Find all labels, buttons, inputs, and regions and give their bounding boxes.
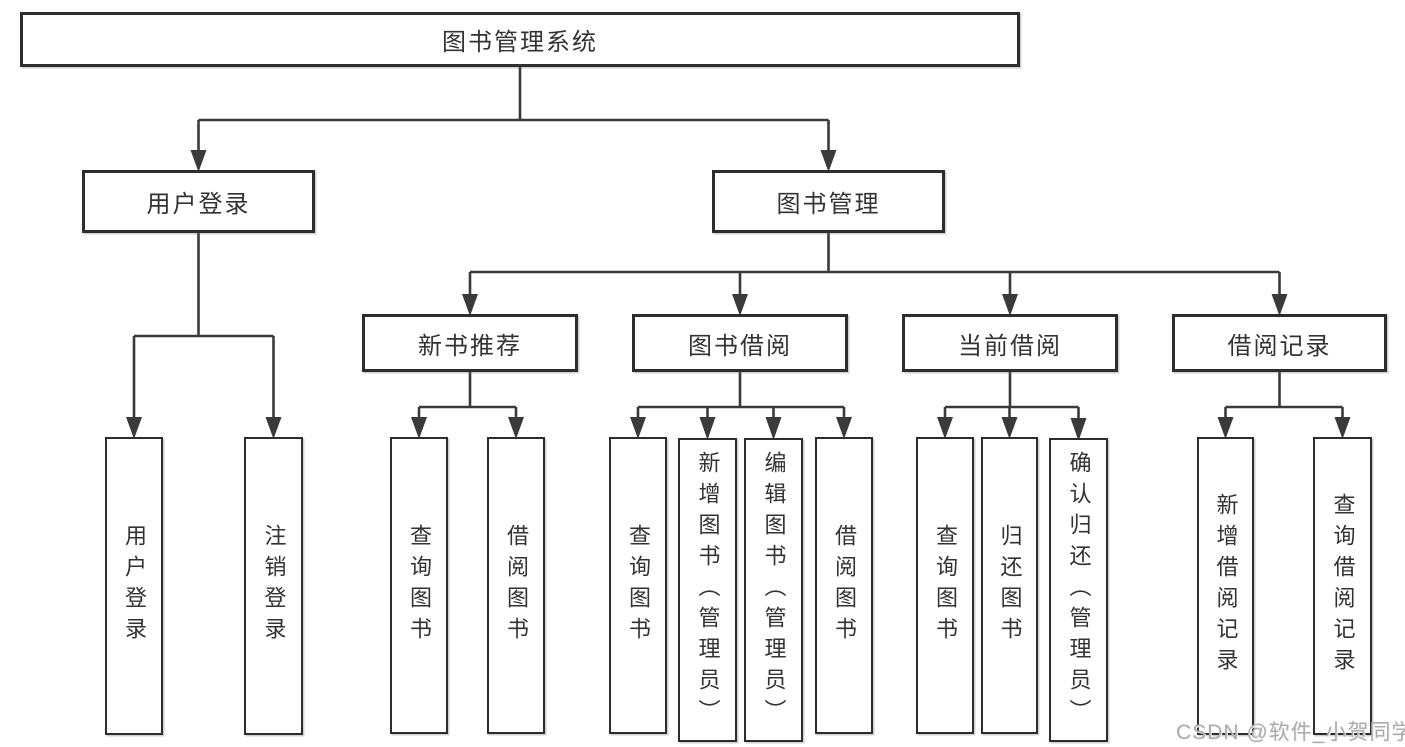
- leaf-borrow-books-borrowing-label: 借阅图书: [832, 523, 857, 648]
- leaf-borrow-books-recommend: 借阅图书: [487, 437, 545, 734]
- leaf-query-books-recommend-label: 查询图书: [407, 523, 432, 648]
- branch-lines: [132, 67, 1344, 436]
- node-borrowing-records-label: 借阅记录: [1227, 332, 1332, 360]
- node-user-login-label: 用户登录: [146, 191, 251, 218]
- leaf-return-books: 归还图书: [981, 437, 1038, 734]
- leaf-return-books-label: 归还图书: [997, 523, 1023, 648]
- leaf-query-borrow-record: 查询借阅记录: [1313, 437, 1372, 735]
- leaf-confirm-return-admin: 确认归还（管理员）: [1049, 438, 1108, 742]
- leaf-query-books-current-label: 查询图书: [933, 523, 958, 648]
- leaf-user-login: 用户登录: [105, 437, 163, 735]
- leaf-borrow-books-recommend-label: 借阅图书: [504, 523, 529, 648]
- leaf-add-books-admin: 新增图书（管理员）: [678, 438, 737, 742]
- node-root-system-label: 图书管理系统: [442, 29, 598, 56]
- csdn-watermark: CSDN @软件_小贺同学: [1176, 721, 1405, 744]
- node-new-book-recommend: 新书推荐: [362, 314, 578, 372]
- leaf-edit-books-admin: 编辑图书（管理员）: [744, 438, 803, 742]
- node-current-borrowing: 当前借阅: [902, 314, 1118, 372]
- leaf-edit-books-admin-label: 编辑图书（管理员）: [761, 450, 787, 730]
- leaf-query-books-current: 查询图书: [916, 437, 974, 734]
- node-user-login: 用户登录: [82, 170, 315, 233]
- leaf-user-login-label: 用户登录: [122, 524, 147, 648]
- node-root-system: 图书管理系统: [20, 12, 1020, 67]
- arrowheads: [126, 150, 1351, 441]
- node-new-book-recommend-label: 新书推荐: [418, 332, 522, 360]
- leaf-confirm-return-admin-label: 确认归还（管理员）: [1066, 450, 1092, 730]
- leaf-logout: 注销登录: [244, 437, 303, 735]
- leaf-query-books-borrowing-label: 查询图书: [626, 523, 651, 648]
- leaf-query-books-borrowing: 查询图书: [609, 437, 667, 734]
- node-borrowing-records: 借阅记录: [1172, 314, 1387, 372]
- leaf-logout-label: 注销登录: [261, 524, 287, 648]
- leaf-add-books-admin-label: 新增图书（管理员）: [695, 450, 721, 730]
- node-book-borrowing: 图书借阅: [632, 314, 848, 372]
- leaf-add-borrow-record-label: 新增借阅记录: [1213, 493, 1239, 679]
- leaf-query-books-recommend: 查询图书: [390, 437, 448, 734]
- node-current-borrowing-label: 当前借阅: [958, 332, 1062, 360]
- node-book-management: 图书管理: [712, 170, 945, 233]
- node-book-borrowing-label: 图书借阅: [688, 332, 792, 360]
- node-book-management-label: 图书管理: [776, 191, 881, 218]
- leaf-borrow-books-borrowing: 借阅图书: [815, 437, 873, 734]
- leaf-add-borrow-record: 新增借阅记录: [1197, 437, 1254, 735]
- leaf-query-borrow-record-label: 查询借阅记录: [1330, 493, 1356, 679]
